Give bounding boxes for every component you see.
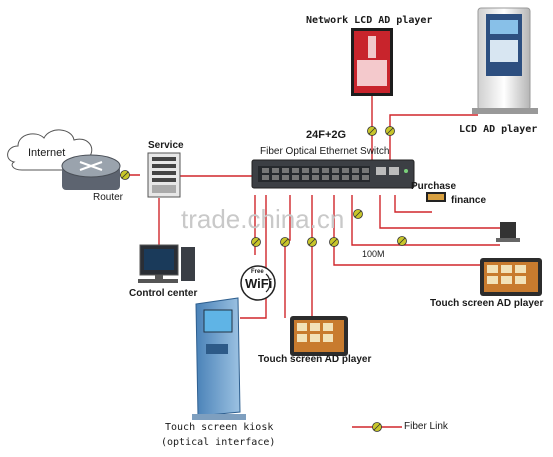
service-label: Service [148, 140, 184, 151]
control-center-label: Control center [129, 288, 198, 299]
speed-label: 100M [362, 249, 385, 259]
fiber-connector [385, 126, 395, 136]
fiber-connector [353, 209, 363, 219]
legend-fiber-link-label: Fiber Link [404, 421, 448, 432]
watermark-text: trade.china.cn [181, 204, 345, 234]
fiber-connector [251, 237, 261, 247]
finance-label: finance [451, 195, 487, 206]
control-center-pc-icon [138, 244, 195, 283]
touch-screen-ad-player-middle-icon [290, 316, 348, 356]
purchase-terminal-icon [426, 192, 446, 202]
router-icon [61, 154, 121, 190]
router-label: Router [93, 192, 124, 203]
fiber-switch-icon [251, 159, 415, 189]
finance-terminal-icon [496, 222, 520, 242]
fiber-connector [280, 237, 290, 247]
network-lcd-label: Network LCD AD player [306, 15, 433, 26]
fiber-connector [329, 237, 339, 247]
purchase-label: Purchase [411, 181, 457, 192]
fiber-connector [307, 237, 317, 247]
touch-screen-ad-player-right-icon [480, 258, 542, 296]
fiber-connector [367, 126, 377, 136]
fiber-connector [120, 170, 130, 180]
server-icon [147, 152, 181, 198]
switch-title-label: 24F+2G [306, 129, 347, 141]
wifi-badge-icon [240, 265, 276, 301]
wifi-label: WiFi [245, 276, 273, 291]
wifi-free-label: Free [251, 269, 264, 275]
lcd-ad-label: LCD AD player [459, 124, 538, 135]
lcd-ad-player-icon [472, 7, 538, 114]
fiber-connector [397, 236, 407, 246]
kiosk-label-line1: Touch screen kiosk [165, 422, 274, 433]
switch-subtitle-label: Fiber Optical Ethernet Switch [260, 146, 390, 157]
network-lcd-player-icon [351, 28, 393, 96]
touch-kiosk-icon [192, 297, 246, 420]
fiber-connector [372, 422, 382, 432]
touch-ad-right-label: Touch screen AD player [430, 298, 544, 309]
fiber-connectors [120, 126, 407, 432]
touch-ad-mid-label: Touch screen AD player [258, 354, 372, 365]
kiosk-label-line2: (optical interface) [161, 437, 276, 448]
internet-label: Internet [28, 147, 66, 159]
